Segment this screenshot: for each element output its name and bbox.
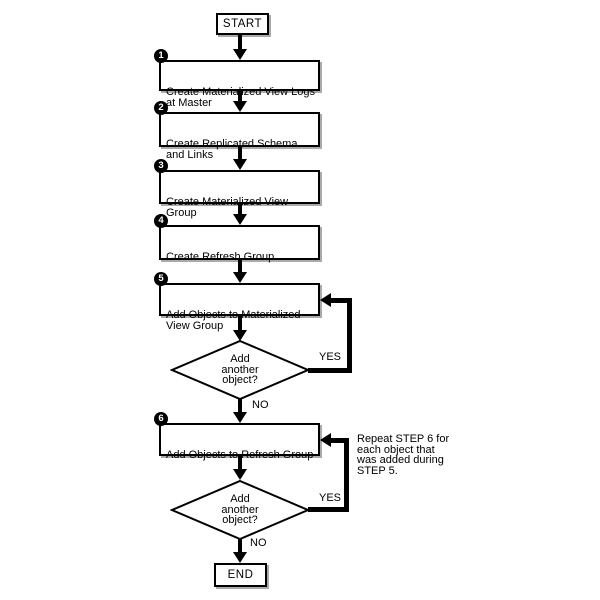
decision-question: Add another object? — [221, 493, 259, 527]
loop1-segment-top — [331, 298, 352, 303]
arrowhead-down-icon — [233, 552, 247, 563]
arrowhead-left-icon — [320, 433, 331, 447]
step-box-3: 3 Create Materialized View Group — [154, 159, 320, 219]
start-terminal: START — [216, 13, 269, 35]
no-label-2: NO — [250, 537, 267, 549]
arrow-decision2-to-end — [238, 539, 242, 553]
step-number-badge: 3 — [154, 159, 168, 173]
arrowhead-down-icon — [233, 330, 247, 341]
arrowhead-down-icon — [233, 214, 247, 225]
arrowhead-down-icon — [233, 412, 247, 423]
yes-label-1: YES — [319, 351, 342, 363]
arrow-step1-to-step2 — [238, 91, 242, 102]
step-number-badge: 1 — [154, 49, 168, 63]
step-box-5: 5 Add Objects to Materialized View Group — [154, 272, 320, 332]
arrowhead-left-icon — [320, 293, 331, 307]
arrowhead-down-icon — [233, 101, 247, 112]
step-number-badge: 2 — [154, 101, 168, 115]
step-box-6: 6 Add Objects to Refresh Group — [154, 412, 320, 461]
loop2-segment-vertical — [344, 438, 349, 512]
arrow-step4-to-step5 — [238, 260, 242, 273]
yes-label-2: YES — [319, 492, 342, 504]
arrowhead-down-icon — [233, 49, 247, 60]
arrowhead-down-icon — [233, 272, 247, 283]
repeat-annotation: Repeat STEP 6 for each object that was a… — [357, 433, 450, 477]
end-terminal: END — [214, 563, 267, 587]
step-label: Add Objects to Refresh Group — [166, 449, 314, 461]
step-box-2: 2 Create Replicated Schema and Links — [154, 101, 320, 161]
arrow-start-to-step1 — [238, 35, 242, 50]
arrow-step3-to-step4 — [238, 204, 242, 215]
arrow-step5-to-decision1 — [238, 316, 242, 331]
step-number-badge: 4 — [154, 214, 168, 228]
loop1-segment-bottom — [308, 368, 352, 373]
decision-question: Add another object? — [221, 353, 259, 387]
step-box-1: 1 Create Materialized View Logs at Maste… — [154, 49, 320, 109]
start-label: START — [222, 18, 263, 30]
step-label: Add Objects to Materialized View Group — [166, 309, 301, 332]
step-label: Create Materialized View Logs at Master — [166, 86, 315, 109]
step-number-badge: 5 — [154, 272, 168, 286]
arrow-decision1-to-step6 — [238, 399, 242, 413]
step-number-badge: 6 — [154, 412, 168, 426]
no-label-1: NO — [252, 399, 269, 411]
arrow-step2-to-step3 — [238, 147, 242, 160]
end-label: END — [227, 569, 254, 581]
arrowhead-down-icon — [233, 159, 247, 170]
arrow-step6-to-decision2 — [238, 456, 242, 470]
step-label: Create Refresh Group — [166, 251, 275, 263]
loop2-segment-bottom — [308, 507, 349, 512]
step-label: Create Materialized View Group — [166, 196, 289, 219]
loop1-segment-vertical — [347, 298, 352, 373]
step-box-4: 4 Create Refresh Group — [154, 214, 320, 263]
decision-diamond-1: Add another object? — [170, 339, 310, 401]
decision-diamond-2: Add another object? — [170, 479, 310, 541]
loop2-segment-top — [331, 438, 349, 443]
arrowhead-down-icon — [233, 469, 247, 480]
step-label: Create Replicated Schema and Links — [166, 138, 298, 161]
